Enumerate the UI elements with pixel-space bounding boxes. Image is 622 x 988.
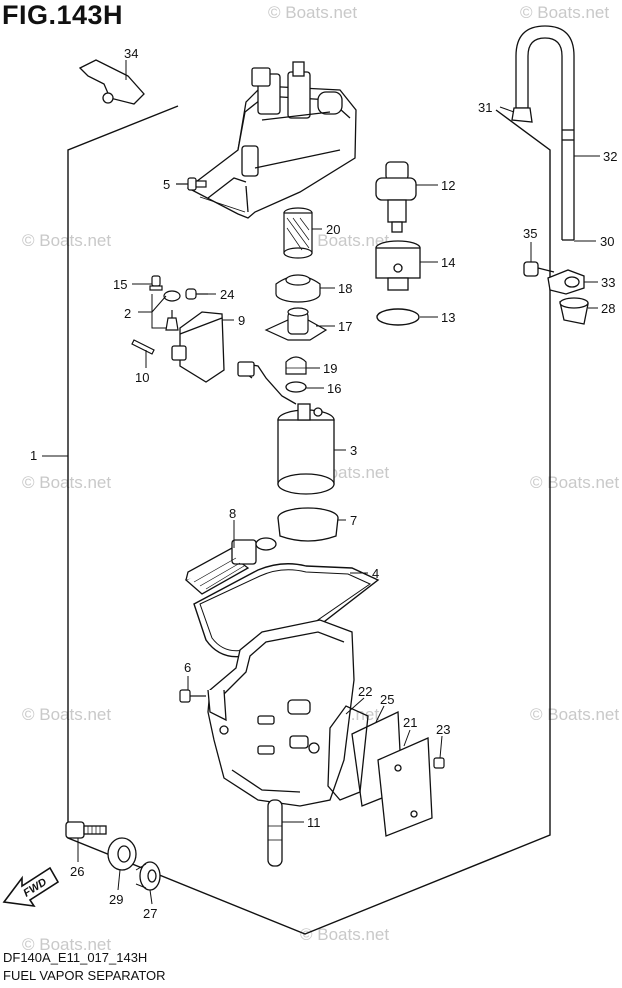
part-17-bracket (264, 307, 328, 341)
callout-24: 24 (220, 287, 234, 302)
section-name: FUEL VAPOR SEPARATOR (3, 968, 166, 983)
part-34-clamp (78, 59, 145, 105)
watermark: © Boats.net (268, 3, 357, 22)
watermark: © Boats.net (530, 705, 619, 724)
callout-labels: 1 2 3 4 5 6 7 8 9 10 11 12 13 14 15 16 1… (30, 46, 617, 921)
watermark: © Boats.net (300, 231, 389, 250)
callout-22: 22 (358, 684, 372, 699)
fwd-direction-arrow: FWD (2, 866, 60, 908)
model-code: DF140A_E11_017_143H (3, 950, 148, 965)
part-12-pressure-regulator (375, 161, 417, 233)
part-13-o-ring (376, 308, 420, 326)
part-23-screw (433, 757, 445, 769)
watermark: © Boats.net (22, 935, 111, 954)
part-14-housing (375, 240, 421, 291)
part-29-grommet (107, 837, 137, 871)
part-4-gasket (193, 563, 380, 658)
part-15-screw (149, 275, 163, 291)
part-10-pin (131, 339, 155, 355)
callout-25: 25 (380, 692, 394, 707)
callout-29: 29 (109, 892, 123, 907)
callout-7: 7 (350, 513, 357, 528)
callout-31: 31 (478, 100, 492, 115)
part-28-grommet (559, 297, 589, 325)
callout-35: 35 (523, 226, 537, 241)
part-19-cap (285, 356, 307, 375)
part-27-collar (135, 861, 161, 891)
part-18-grommet (275, 274, 321, 303)
callout-18: 18 (338, 281, 352, 296)
part-35-bolt (523, 261, 555, 277)
callout-17: 17 (338, 319, 352, 334)
callout-12: 12 (441, 178, 455, 193)
callout-21: 21 (403, 715, 417, 730)
part-31-clip (511, 107, 533, 123)
part-33-clamp (547, 269, 585, 295)
callout-32: 32 (603, 149, 617, 164)
assembly-outline (67, 105, 551, 935)
part-16-o-ring (285, 381, 307, 393)
part-4-gasket-inner (199, 569, 372, 652)
callout-14: 14 (441, 255, 455, 270)
callout-8: 8 (229, 506, 236, 521)
figure-title: FIG.143H (2, 0, 124, 30)
watermark: © Boats.net (530, 473, 619, 492)
part-8-filter (184, 537, 277, 595)
watermark: © Boats.net (520, 3, 609, 22)
watermark: © Boats.net (22, 705, 111, 724)
part-32-breather-hose (515, 25, 575, 241)
callout-15: 15 (113, 277, 127, 292)
callout-20: 20 (326, 222, 340, 237)
callout-30: 30 (600, 234, 614, 249)
part-9-cover (171, 311, 225, 383)
callout-26: 26 (70, 864, 84, 879)
callout-28: 28 (601, 301, 615, 316)
float-chamber-body (207, 619, 355, 807)
callout-1: 1 (30, 448, 37, 463)
part-20-filter (283, 207, 313, 259)
callout-10: 10 (135, 370, 149, 385)
callout-3: 3 (350, 443, 357, 458)
watermark: © Boats.net (300, 925, 389, 944)
callout-33: 33 (601, 275, 615, 290)
part-3-fuel-pump (237, 361, 335, 495)
callout-34: 34 (124, 46, 138, 61)
part-6-screw (179, 689, 206, 703)
callout-5: 5 (163, 177, 170, 192)
watermark: © Boats.net (22, 231, 111, 250)
callout-19: 19 (323, 361, 337, 376)
callout-16: 16 (327, 381, 341, 396)
part-7-cup (277, 507, 339, 542)
callout-13: 13 (441, 310, 455, 325)
callout-11: 11 (307, 815, 321, 830)
leader-lines (42, 60, 600, 905)
part-2-sensor (163, 290, 181, 331)
callout-2: 2 (124, 306, 131, 321)
part-26-bolt (65, 821, 107, 839)
part-21-cover-plate (377, 737, 433, 837)
separator-cover (186, 61, 357, 219)
part-11-hose (267, 799, 283, 867)
callout-6: 6 (184, 660, 191, 675)
callout-9: 9 (238, 313, 245, 328)
callout-23: 23 (436, 722, 450, 737)
watermark: © Boats.net (22, 473, 111, 492)
callout-27: 27 (143, 906, 157, 921)
callout-4: 4 (372, 566, 379, 581)
